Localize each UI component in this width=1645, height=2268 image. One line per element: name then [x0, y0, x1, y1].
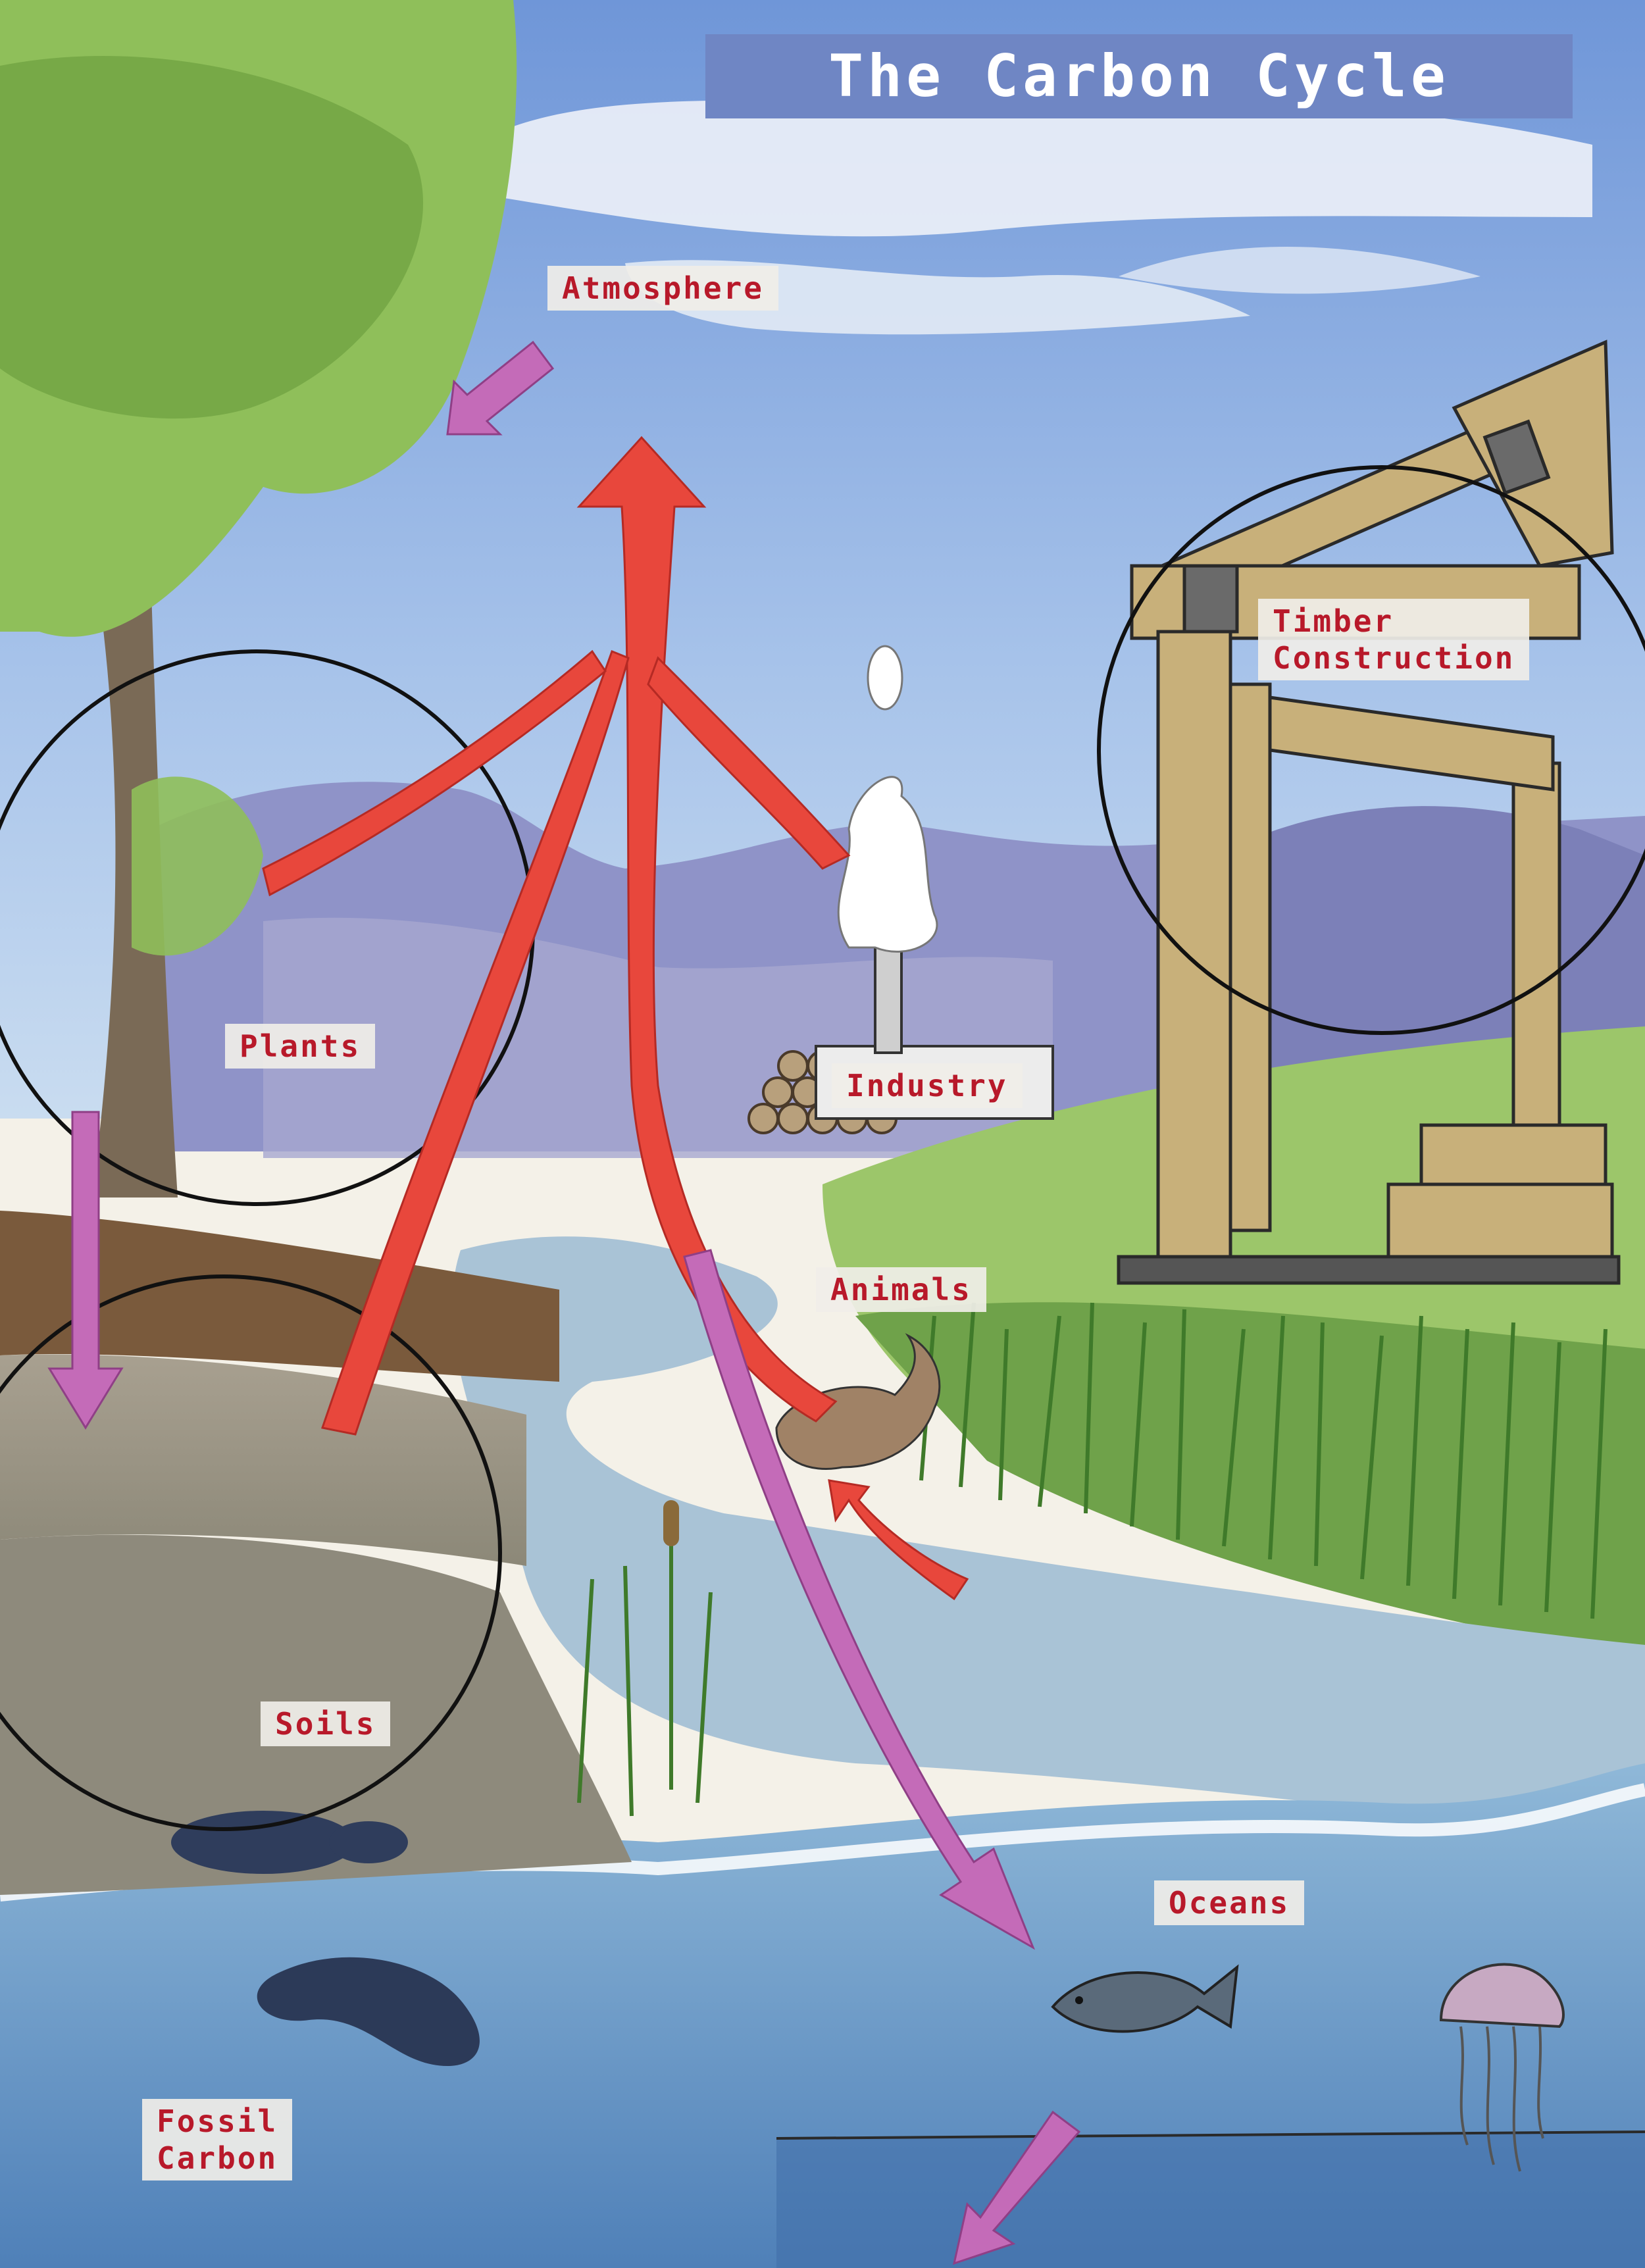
cattails: [577, 1500, 713, 1817]
timber-construction-label: Timber Construction: [1258, 599, 1530, 680]
page-title: The Carbon Cycle: [705, 34, 1573, 118]
atmosphere-label: Atmosphere: [547, 266, 778, 311]
thermocline-line: [776, 2130, 1645, 2140]
reeds-right: [919, 1302, 1607, 1619]
jellyfish: [1439, 1963, 1565, 2172]
clouds: [500, 97, 1592, 335]
timber-frame: [1117, 340, 1621, 1285]
tree: [0, 0, 517, 1197]
oceans-label: Oceans: [1154, 1880, 1305, 1925]
arrow-from-soils: [321, 650, 630, 1436]
emission-arrows: [262, 436, 969, 1601]
industry-label: Industry: [832, 1063, 1023, 1108]
fossil-carbon-label: Fossil Carbon: [142, 2099, 293, 2180]
uptake-arrows: [47, 340, 1081, 2265]
arrow-to-plants: [446, 340, 555, 436]
arrow-to-oceans: [683, 1249, 1035, 1950]
soils-label: Soils: [261, 1701, 391, 1746]
fossil-deposits: [171, 1811, 480, 2066]
arrow-to-soils: [47, 1111, 124, 1430]
animals-label: Animals: [816, 1267, 986, 1312]
plants-label: Plants: [225, 1024, 376, 1069]
arrow-from-industry: [647, 656, 851, 870]
fish: [1051, 1964, 1239, 2033]
arrow-from-plants: [262, 649, 607, 897]
arrow-to-deep-ocean: [952, 2110, 1081, 2265]
main-arrow-up: [576, 436, 838, 1423]
arrow-from-oceans: [828, 1479, 969, 1601]
stream: [452, 1236, 1645, 1842]
goat: [775, 1333, 941, 1470]
